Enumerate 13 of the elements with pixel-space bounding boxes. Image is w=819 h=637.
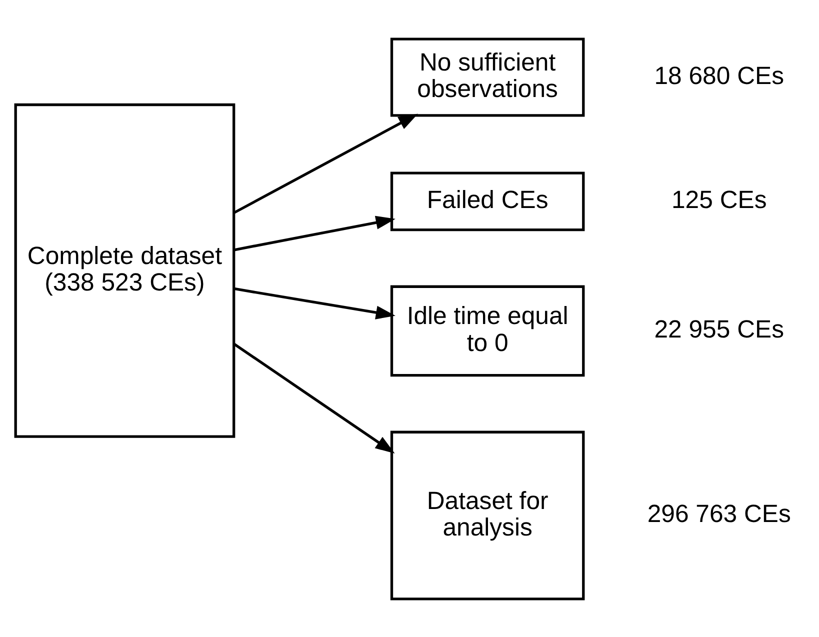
node-label: 18 680 CEs — [654, 62, 784, 90]
arrow — [234, 215, 396, 251]
arrow — [234, 286, 396, 319]
node-label: 22 955 CEs — [654, 316, 784, 344]
node-box: Idle time equal to 0 — [390, 284, 585, 376]
node-label: 296 763 CEs — [647, 500, 791, 528]
node-box: Dataset for analysis — [390, 430, 585, 600]
node-box: No sufficient observations — [390, 37, 585, 116]
arrow — [234, 113, 418, 214]
node-box: Complete dataset (338 523 CEs) — [14, 102, 236, 438]
node-box: Failed CEs — [390, 171, 585, 231]
arrow — [234, 342, 395, 453]
node-label: 125 CEs — [672, 186, 767, 214]
